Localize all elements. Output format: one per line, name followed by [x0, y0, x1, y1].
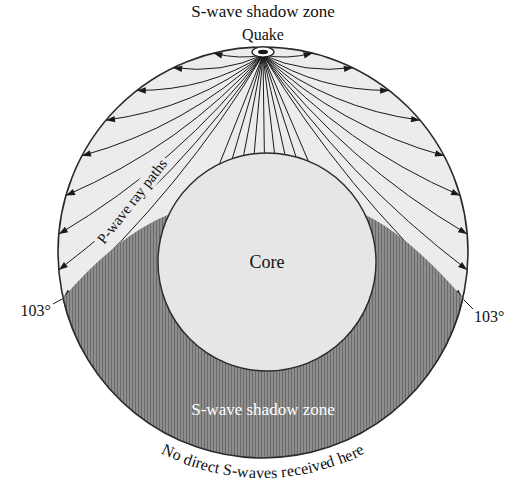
note-letter: t	[213, 459, 221, 478]
quake-label: Quake	[242, 26, 284, 44]
note-letter: e	[264, 464, 271, 483]
note-letter: i	[189, 452, 199, 471]
quake-focus	[252, 47, 274, 57]
note-letter: c	[206, 457, 217, 477]
angle-label: 103°	[474, 308, 504, 326]
note-letter	[177, 448, 187, 467]
note-letter: c	[292, 461, 302, 480]
ray-arrowhead	[173, 66, 182, 72]
note-letter: r	[348, 444, 360, 463]
note-letter: i	[306, 459, 314, 478]
core-circle: Core	[157, 152, 377, 372]
note-letter: d	[324, 452, 337, 472]
ray-arrowhead	[435, 150, 445, 156]
note-letter	[218, 460, 225, 479]
note-letter: h	[335, 448, 349, 468]
note-letter: e	[317, 455, 329, 475]
note-letter: s	[271, 463, 278, 482]
note-letter: e	[199, 455, 211, 475]
leader-line	[53, 299, 62, 304]
note-letter: a	[248, 463, 256, 482]
note-letter: N	[159, 441, 177, 463]
note-letter	[277, 463, 282, 482]
ray-arrowhead	[380, 87, 389, 93]
note-letter	[331, 451, 341, 470]
note-letter: v	[256, 464, 264, 483]
note-letter: r	[280, 463, 287, 482]
ray-path	[82, 55, 263, 156]
note-letter: e	[285, 462, 294, 481]
ray-arrowhead	[137, 87, 146, 93]
note-letter: e	[342, 446, 356, 466]
note-letter: o	[170, 445, 185, 465]
ray-arrowhead	[411, 116, 420, 122]
note-letter: -	[231, 462, 239, 481]
diagram-title: S-wave shadow zone	[191, 2, 335, 22]
ray-arrowhead	[59, 262, 68, 270]
core-label: Core	[250, 252, 285, 273]
note-letter: d	[181, 450, 195, 470]
ray-arrowhead	[66, 189, 76, 196]
note-letter: w	[236, 462, 249, 481]
ray-arrowhead	[106, 116, 115, 122]
note-letter: r	[193, 454, 203, 473]
ray-arrowhead	[213, 52, 223, 58]
ray-arrowhead	[458, 227, 467, 234]
quake-centre	[258, 50, 268, 54]
shadow-zone-label: S-wave shadow zone	[191, 400, 335, 420]
ray-arrowhead	[82, 150, 92, 156]
leader-line	[464, 300, 473, 309]
ray-arrowhead	[458, 262, 467, 270]
note-letter: e	[353, 441, 367, 461]
note-letter: S	[222, 460, 234, 480]
note-letter: v	[310, 457, 322, 477]
angle-label: 103°	[21, 302, 51, 320]
ray-arrowhead	[59, 227, 68, 234]
ray-arrowhead	[451, 189, 461, 196]
core-outline	[158, 153, 376, 371]
note-letter: e	[299, 459, 309, 478]
ray-arrowhead	[344, 66, 353, 72]
ray-arrowhead	[303, 52, 313, 58]
ray-path	[263, 55, 444, 156]
